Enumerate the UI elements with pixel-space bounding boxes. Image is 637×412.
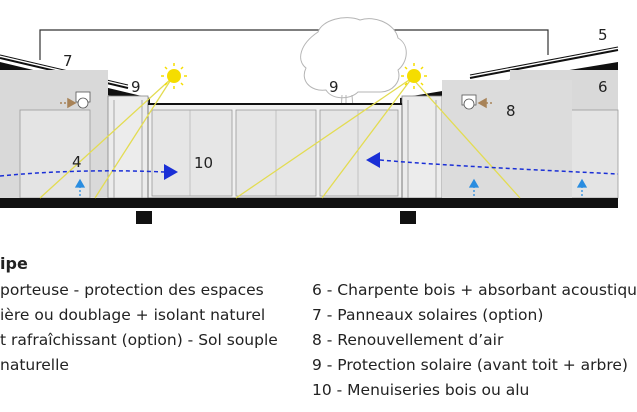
legend-left-item: t rafraîchissant (option) - Sol souple <box>0 331 278 349</box>
background-wall <box>39 29 549 60</box>
legend-right-item: 6 - Charpente bois + absorbant acoustiqu <box>312 281 637 299</box>
legend-right-item: 10 - Menuiseries bois ou alu <box>312 381 530 399</box>
sun-rays <box>39 77 521 199</box>
label-9-tree: 9 <box>329 78 339 96</box>
fresh-air-arrow-icon <box>74 178 588 196</box>
label-6: 6 <box>598 78 608 96</box>
label-4: 4 <box>72 153 82 171</box>
label-10: 10 <box>194 154 213 172</box>
legend-left-item: porteuse - protection des espaces <box>0 281 264 299</box>
central-glazing <box>147 103 403 199</box>
right-wing <box>401 70 619 199</box>
legend-right-item: 7 - Panneaux solaires (option) <box>312 306 544 324</box>
label-5: 5 <box>598 26 608 44</box>
left-wing <box>0 70 149 199</box>
legend-title: ipe <box>0 254 28 273</box>
legend-left-item: naturelle <box>0 356 69 374</box>
legend-left-item: ière ou doublage + isolant naturel <box>0 306 266 324</box>
label-9-left: 9 <box>131 78 141 96</box>
legend-right-item: 9 - Protection solaire (avant toit + arb… <box>312 356 628 374</box>
air-renewal-arrow-icon <box>60 97 492 109</box>
label-7: 7 <box>63 52 73 70</box>
label-8: 8 <box>506 102 516 120</box>
air-flow-arrow-icon <box>0 152 619 180</box>
legend: ipe porteuse - protection des espaces iè… <box>0 254 637 412</box>
sun-icon <box>401 63 427 89</box>
floor-slab <box>0 198 618 224</box>
sun-icon <box>161 63 187 89</box>
building-section-diagram: 7 5 9 9 6 8 4 10 <box>0 17 619 224</box>
legend-right-item: 8 - Renouvellement d’air <box>312 331 504 349</box>
